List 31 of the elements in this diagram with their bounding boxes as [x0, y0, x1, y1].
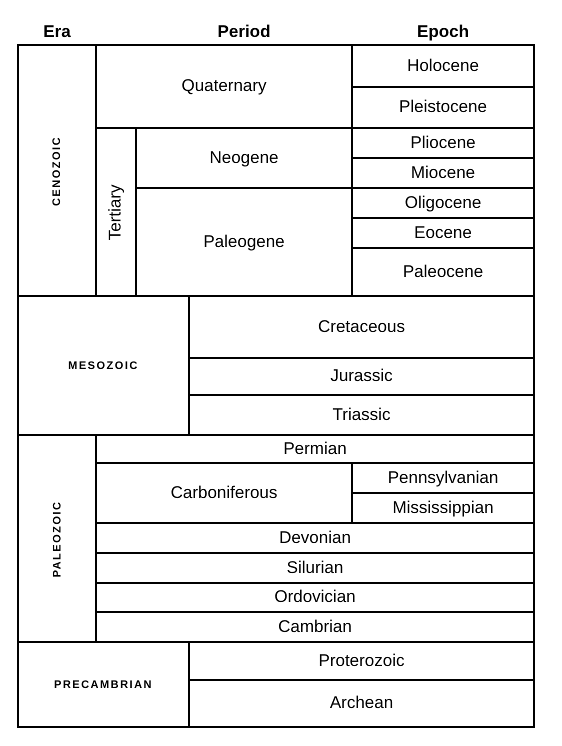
period-name: Archean [330, 694, 394, 713]
era-name: PRECAMBRIAN [54, 678, 153, 690]
epoch-name: Pennsylvanian [388, 468, 498, 488]
period-name: Devonian [279, 528, 351, 548]
period-name: Jurassic [330, 367, 393, 386]
period-name: Neogene [209, 148, 278, 168]
period-name: Permian [283, 440, 347, 458]
period-name: Ordovician [274, 588, 356, 607]
era-name: MESOZOIC [68, 360, 139, 372]
period-name: Triassic [332, 406, 390, 424]
epoch-name: Pleistocene [399, 98, 487, 117]
era-name: PALEOZOIC [51, 500, 63, 577]
period-name: Proterozoic [318, 652, 404, 670]
period-name: Quaternary [181, 77, 267, 96]
period-name: Cretaceous [318, 318, 405, 336]
epoch-name: Mississippian [392, 498, 494, 518]
column-header: Period [218, 22, 270, 42]
epoch-name: Holocene [407, 56, 479, 76]
period-name: Paleogene [203, 232, 285, 252]
column-header: Epoch [417, 22, 469, 42]
period-name: Tertiary [106, 184, 126, 240]
epoch-name: Paleocene [402, 262, 484, 282]
epoch-name: Pliocene [410, 134, 476, 152]
period-name: Silurian [286, 558, 344, 578]
epoch-name: Oligocene [404, 194, 482, 212]
period-name: Cambrian [278, 618, 352, 636]
column-header: Era [43, 22, 71, 42]
epoch-name: Miocene [410, 164, 476, 182]
epoch-name: Eocene [414, 224, 472, 242]
period-name: Carboniferous [170, 484, 278, 502]
era-name: CENOZOIC [51, 135, 63, 206]
